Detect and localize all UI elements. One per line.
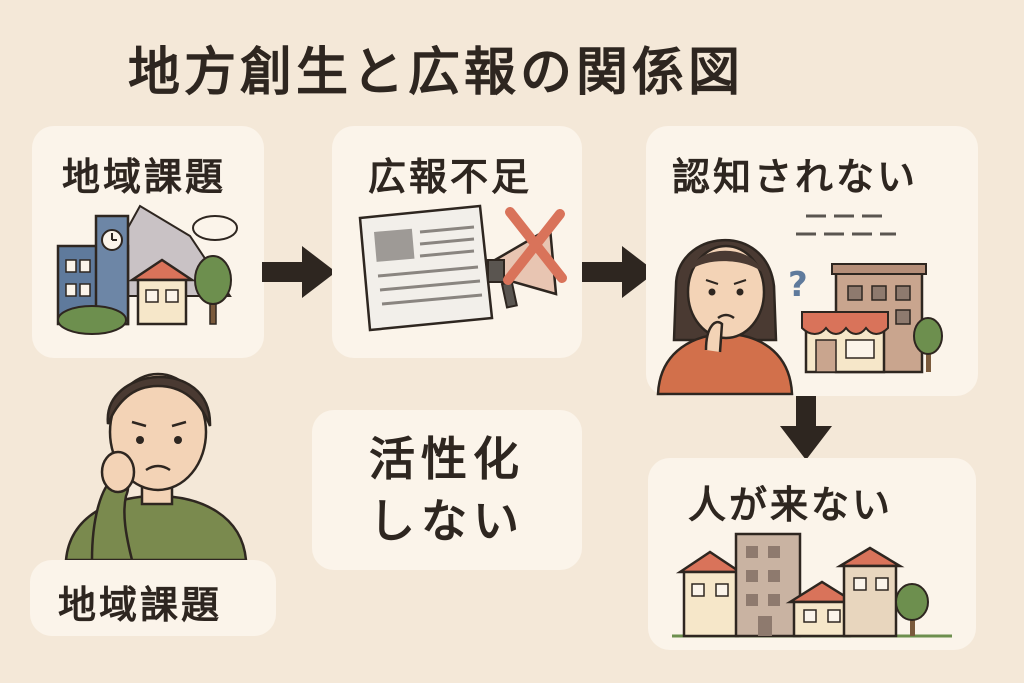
arrow-right-1 xyxy=(262,246,336,298)
worried-woman-icon xyxy=(656,238,794,396)
worried-man-icon xyxy=(64,372,248,562)
label-no-revitalization-line2: しない xyxy=(369,494,525,548)
town-buildings-icon xyxy=(672,532,952,638)
newspaper-icon xyxy=(358,204,494,332)
label-no-visitors: 人が来ない xyxy=(688,483,894,527)
shop-icon xyxy=(801,311,889,374)
tree-icon xyxy=(194,255,232,325)
question-mark-icon: ? xyxy=(788,265,808,305)
page-title: 地方創生と広報の関係図 xyxy=(128,43,745,103)
worried-woman-scene-icon: ? xyxy=(656,214,943,396)
tree-icon xyxy=(895,583,929,636)
newspaper-megaphone-icon xyxy=(358,204,567,332)
cloud-icon xyxy=(192,215,238,241)
arrow-right-2 xyxy=(582,246,656,298)
label-lack-of-pr: 広報不足 xyxy=(368,155,533,199)
arrow-down xyxy=(780,396,832,460)
label-person-caption: 地域課題 xyxy=(58,583,223,627)
tree-icon xyxy=(913,317,943,372)
label-no-revitalization: 活性化 しない xyxy=(312,428,582,552)
label-regional-issues: 地域課題 xyxy=(62,155,227,199)
label-not-recognized: 認知されない xyxy=(672,155,919,199)
label-no-revitalization-line1: 活性化 xyxy=(369,432,525,486)
card-no-revitalization xyxy=(312,410,582,570)
cross-mark-icon xyxy=(503,207,567,285)
house-icon xyxy=(127,258,197,326)
school-scene-icon xyxy=(56,204,238,335)
card-person-caption xyxy=(30,560,276,636)
